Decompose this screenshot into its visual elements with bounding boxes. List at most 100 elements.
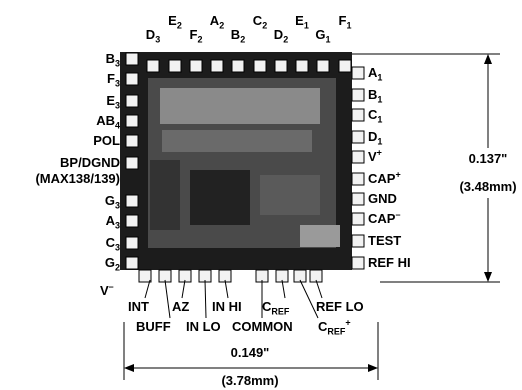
pin-top-3: A2 <box>202 13 232 31</box>
pin-cref: CREF <box>262 299 290 317</box>
pin-right-4-sup: + <box>376 147 382 158</box>
pin-cref-letter: C <box>262 299 272 314</box>
pin-left-3-letter: AB <box>96 113 115 128</box>
pin-v-minus-letter: V <box>100 283 109 298</box>
pin-left-5-letter: BP/DGND <box>60 155 120 170</box>
pin-top-6-sub: 2 <box>283 34 289 45</box>
pin-left-8-letter: A <box>105 213 115 228</box>
leader-cref <box>281 279 286 299</box>
pin-cref-plus-sup: + <box>345 317 351 328</box>
pin-left-7: G3 <box>0 193 120 211</box>
bond-pad-top-8 <box>316 59 330 73</box>
die-core-detail-6 <box>150 160 180 230</box>
bond-pad-left-9 <box>125 236 139 250</box>
pin-right-6: GND <box>368 192 397 206</box>
bond-pad-right-7 <box>351 212 365 226</box>
pin-left-5: BP/DGND <box>0 156 120 170</box>
pin-left-2: E3 <box>0 93 120 111</box>
pin-right-7-sup: – <box>395 209 401 220</box>
pin-left-8-sub: 3 <box>114 220 120 231</box>
pin-top-7: E1 <box>287 14 317 31</box>
pin-right-1-sub: 1 <box>377 94 383 105</box>
pin-right-2: C1 <box>368 107 383 125</box>
bond-pad-left-7 <box>125 194 139 208</box>
bond-pad-left-4 <box>125 134 139 148</box>
pin-right-8-letter: TEST <box>368 233 402 248</box>
pin-top-5-letter: C <box>252 13 263 28</box>
bond-pad-top-1 <box>168 59 182 73</box>
pin-left-10: G2 <box>0 256 120 273</box>
leader-cref-plus <box>299 279 319 319</box>
pin-top-8: G1 <box>308 27 338 45</box>
arrow-width-left <box>124 364 134 372</box>
pin-right-0-sub: 1 <box>377 72 383 83</box>
arrow-width-right <box>368 364 378 372</box>
pin-left-7-sub: 3 <box>114 200 120 211</box>
pin-right-5-letter: CAP <box>368 171 396 186</box>
pin-right-5: CAP+ <box>368 170 401 186</box>
pin-right-9: REF HI <box>368 256 411 270</box>
pin-left-9-sub: 3 <box>114 242 120 253</box>
pin-right-2-sub: 1 <box>377 114 383 125</box>
die-core-detail-3 <box>190 170 250 225</box>
pin-right-0: A1 <box>368 65 383 83</box>
leader-ref-lo <box>315 279 323 299</box>
pin-top-2: F2 <box>181 28 211 45</box>
bond-pad-top-6 <box>274 59 288 73</box>
pin-cref-sub: REF <box>271 306 290 317</box>
pin-right-6-letter: GND <box>368 191 397 206</box>
pin-top-9-sub: 1 <box>346 20 352 31</box>
leader-in-hi <box>224 279 229 299</box>
bond-pad-top-5 <box>253 59 267 73</box>
pin-left-3: AB4 <box>0 113 120 131</box>
pin-left-7-letter: G <box>104 193 115 208</box>
pin-in-lo: IN LO <box>186 319 221 334</box>
bond-pad-top-4 <box>231 59 245 73</box>
pin-right-3-sub: 1 <box>377 136 383 147</box>
pin-top-6-letter: D <box>273 27 284 42</box>
pin-right-8: TEST <box>368 234 401 248</box>
pin-left-2-letter: E <box>106 93 115 108</box>
bond-pads <box>125 52 365 283</box>
bond-pad-top-9 <box>338 59 352 73</box>
leader-buff <box>164 279 171 319</box>
pin-right-7-letter: CAP <box>368 211 396 226</box>
bond-pad-left-1 <box>125 72 139 86</box>
pin-top-1-letter: E <box>168 13 177 28</box>
pin-top-1-sub: 2 <box>176 20 182 31</box>
pin-left-9-letter: C <box>105 235 115 250</box>
pin-right-2-letter: C <box>368 107 378 122</box>
height-dim-in: 0.137" <box>468 151 508 166</box>
bond-pad-top-2 <box>189 59 203 73</box>
pin-buff: BUFF <box>136 319 171 334</box>
pin-left-8: A3 <box>0 213 120 231</box>
arrow-height-bottom <box>484 272 492 282</box>
pin-right-0-letter: A <box>368 65 378 80</box>
pin-v-minus: V– <box>100 281 114 298</box>
pin-top-8-letter: G <box>315 27 326 42</box>
bond-pad-right-4 <box>351 150 365 164</box>
bond-pad-right-2 <box>351 108 365 122</box>
dimension-arrows <box>124 54 492 372</box>
pin-top-2-sub: 2 <box>197 34 203 45</box>
arrow-height-top <box>484 54 492 64</box>
pin-top-9: F1 <box>330 14 360 31</box>
pin-left-2-sub: 3 <box>114 100 120 111</box>
bond-pad-right-3 <box>351 130 365 144</box>
bond-pad-left-2 <box>125 94 139 108</box>
bond-pad-top-3 <box>210 59 224 73</box>
pin-right-3-letter: D <box>368 129 378 144</box>
pin-right-1: B1 <box>368 88 383 105</box>
bond-pad-left-3 <box>125 114 139 128</box>
dimension-lines <box>123 53 500 380</box>
pin-left-10-sub: 2 <box>114 262 120 273</box>
leader-in-lo <box>204 279 207 319</box>
pin-left-0-sub: 3 <box>114 58 120 69</box>
width-dim-mm: (3.78mm) <box>221 373 279 388</box>
pin-v-minus-sup: – <box>108 281 114 292</box>
pin-top-3-letter: A <box>209 13 220 28</box>
pin-left-4: POL <box>0 134 120 148</box>
bond-pad-bottom-0 <box>138 269 152 283</box>
pin-top-1: E2 <box>160 13 190 31</box>
bond-pad-left-8 <box>125 214 139 228</box>
